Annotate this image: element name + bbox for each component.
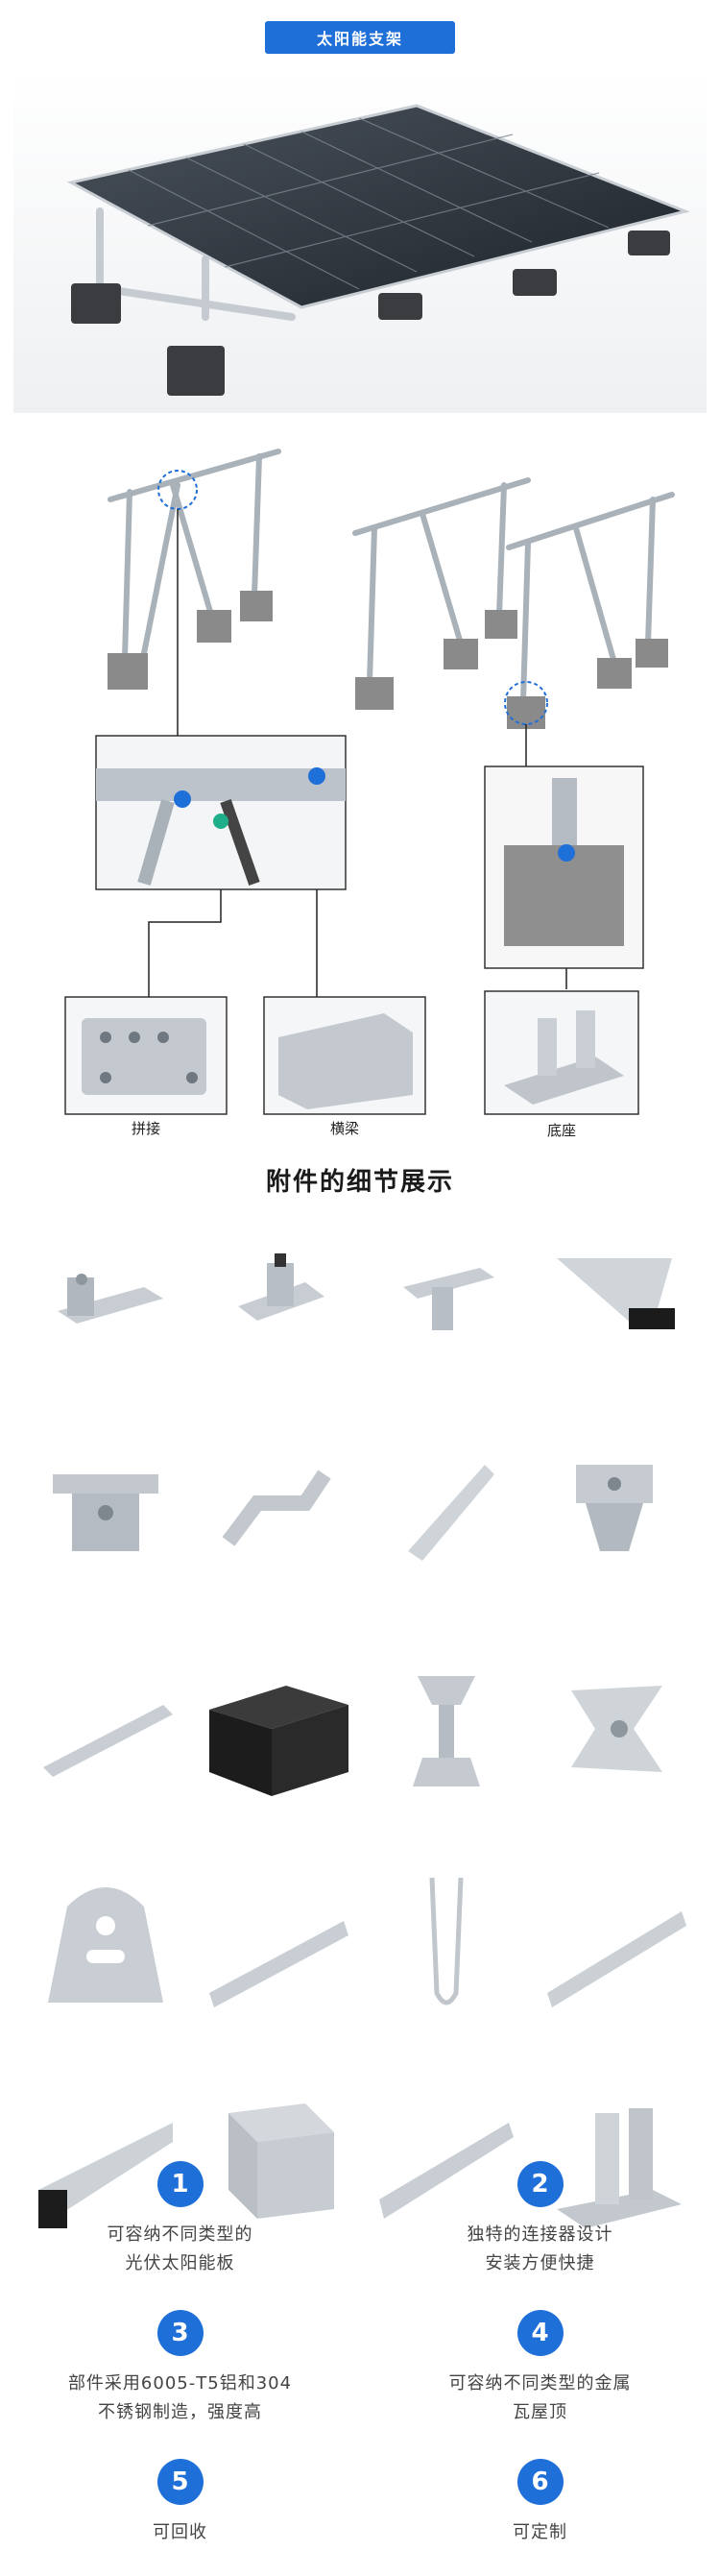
feature-text: 不锈钢制造，强度高 (98, 2402, 262, 2422)
part-label-splice: 拼接 (131, 1120, 160, 1137)
accessory-image (370, 1652, 523, 1806)
feature-text: 可定制 (513, 2522, 567, 2542)
feature-item-1: 1 可容纳不同类型的 光伏太阳能板 (0, 2161, 360, 2278)
feature-text: 安装方便快捷 (485, 2253, 595, 2273)
accessories-title: 附件的细节展示 (265, 1168, 454, 1197)
accessory-image (370, 1220, 523, 1373)
feature-text: 可回收 (153, 2522, 207, 2542)
solar-array-hero-image (13, 67, 707, 413)
accessory-image (200, 1436, 353, 1590)
feature-item-4: 4 可容纳不同类型的金属 瓦屋顶 (360, 2310, 720, 2427)
feature-text: 光伏太阳能板 (125, 2253, 235, 2273)
accessory-image (200, 1652, 353, 1806)
feature-number-badge: 6 (516, 2459, 564, 2505)
part-label-base: 底座 (546, 1122, 576, 1139)
accessory-image (538, 1652, 691, 1806)
accessory-image (370, 1868, 523, 2022)
feature-number-badge: 3 (156, 2310, 204, 2356)
accessory-image (200, 1220, 353, 1373)
accessory-image (370, 1436, 523, 1590)
accessory-image (29, 2084, 182, 2238)
feature-list: 1 可容纳不同类型的 光伏太阳能板 2 独特的连接器设计 安装方便快捷 3 部件… (0, 2161, 720, 2564)
accessory-image (538, 1868, 691, 2022)
structure-diagram: 拼接 横梁 底座 (0, 423, 720, 1139)
feature-text: 独特的连接器设计 (467, 2224, 613, 2245)
feature-number-badge: 5 (156, 2459, 204, 2505)
accessory-image (538, 1436, 691, 1590)
title-badge: 太阳能支架 (265, 21, 455, 54)
feature-item-6: 6 可定制 (360, 2459, 720, 2547)
feature-number-badge: 1 (156, 2161, 204, 2207)
accessory-image (29, 1220, 182, 1373)
accessory-image (200, 1868, 353, 2022)
part-label-crossbeam: 横梁 (329, 1120, 359, 1137)
feature-text: 可容纳不同类型的 (107, 2224, 253, 2245)
accessory-image (538, 2084, 691, 2238)
feature-text: 部件采用6005-T5铝和304 (67, 2373, 293, 2394)
feature-item-3: 3 部件采用6005-T5铝和304 不锈钢制造，强度高 (0, 2310, 360, 2427)
feature-item-2: 2 独特的连接器设计 安装方便快捷 (360, 2161, 720, 2278)
accessory-image (29, 1868, 182, 2022)
accessory-image (200, 2084, 353, 2238)
accessory-image (538, 1220, 691, 1373)
feature-number-badge: 4 (516, 2310, 564, 2356)
accessory-image (29, 1436, 182, 1590)
feature-item-5: 5 可回收 (0, 2459, 360, 2547)
accessory-image (370, 2084, 523, 2238)
feature-text: 可容纳不同类型的金属 (448, 2373, 632, 2394)
accessory-image (29, 1652, 182, 1806)
feature-text: 瓦屋顶 (513, 2402, 567, 2422)
feature-number-badge: 2 (516, 2161, 564, 2207)
